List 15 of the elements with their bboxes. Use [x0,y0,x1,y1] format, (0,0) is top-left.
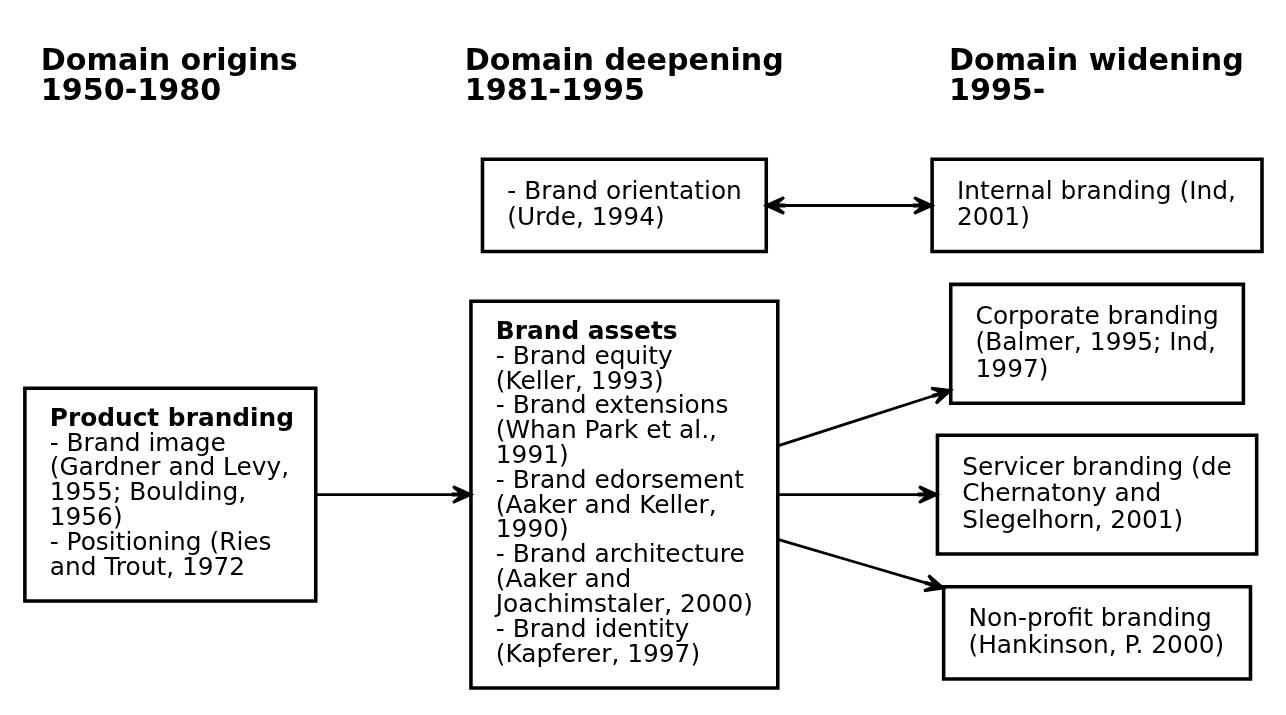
label: Domain deepening 1981-1995 [464,41,784,107]
arrow [777,484,939,504]
node-box: Servicer branding (de Chernatony and Slegelhorn, 2001) [935,432,1259,556]
node-box: Non-profit branding (Hankinson, P. 2000) [941,584,1253,681]
arrow [777,537,945,592]
arrow [777,386,952,447]
label: Domain origins 1950-1980 [40,41,298,107]
node-box: - Brand orientation (Urde, 1994) [480,157,769,253]
node-box: Product branding - Brand image (Gardner and Levy, 1955; Boulding, 1956) - Positioning (Ries and Trout, 1972 [23,385,318,603]
node-box: Brand assets - Brand equity (Keller, 1993) - Brand extensions (Whan Park et al., 1991) - Brand edorsement (Aaker and Keller, 1990) - Brand architecture (Aaker and Joachimstaler, 2000) - Brand identity (Kapferer, 1997) [469,298,780,690]
node-box: Corporate branding (Balmer, 1995; Ind, 1997) [948,282,1246,405]
label: Domain widening 1995- [948,41,1244,107]
node-box: Internal branding (Ind, 2001) [930,157,1264,253]
arrow [764,195,934,215]
arrow [315,484,473,504]
